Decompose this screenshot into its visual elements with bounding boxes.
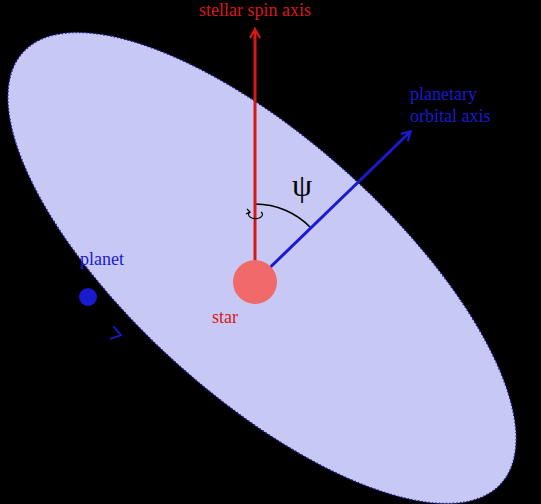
axis-label: planetary orbital axis [410,84,520,127]
angle-arc [255,204,311,228]
orbital-axis-arrow [255,132,410,282]
star-label: star [212,307,258,329]
axis-label: stellar spin axis [150,0,360,22]
rotation-symbol [249,212,263,218]
star-disc [233,260,277,304]
planet-label: planet [80,249,150,271]
angle-symbol: ψ [286,166,318,204]
spin-axis-arrow [254,30,257,282]
planet-dot [79,288,97,306]
rotation-arrowhead [246,209,250,214]
orbit-direction-arrow [110,326,121,339]
